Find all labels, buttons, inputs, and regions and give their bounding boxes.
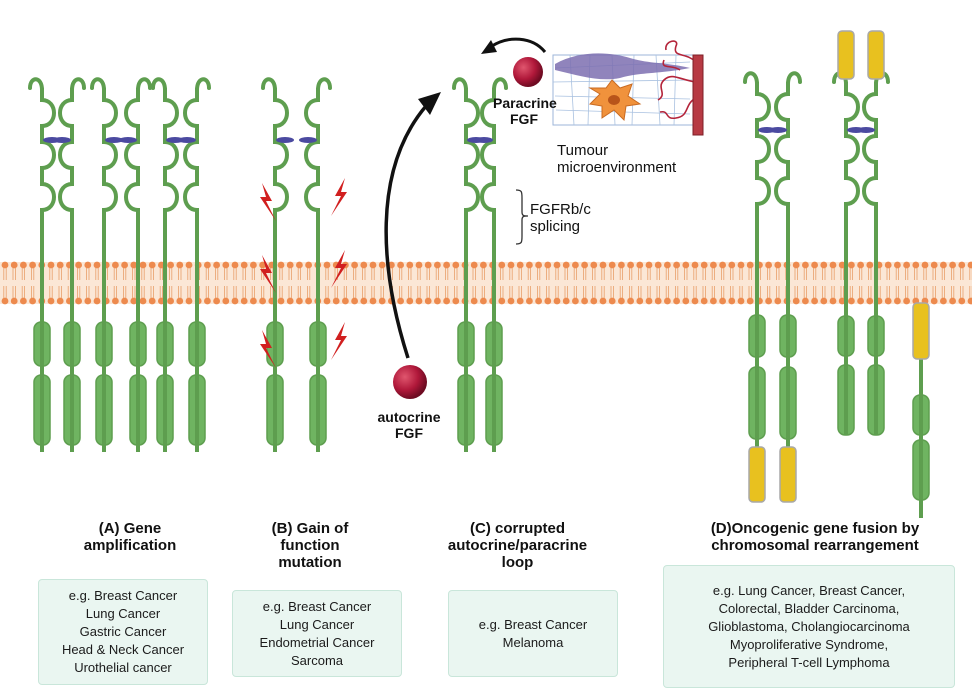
receptor-group xyxy=(28,30,930,518)
example-line: Colorectal, Bladder Carcinoma, xyxy=(718,600,900,616)
fibroblast-cell xyxy=(555,53,690,80)
example-line: Urothelial cancer xyxy=(74,660,172,675)
panel-d-examples: e.g. Lung Cancer, Breast Cancer, Colorect… xyxy=(663,565,955,688)
panel-b-title: (B) Gain of function mutation xyxy=(271,520,349,571)
fgfr-receptor xyxy=(912,302,930,518)
paracrine-fgf-label: Paracrine FGF xyxy=(493,95,557,127)
example-line: Lung Cancer xyxy=(85,606,161,621)
example-line: Myoproliferative Syndrome, xyxy=(729,636,889,652)
example-line: Sarcoma xyxy=(290,652,344,668)
fgfr-receptor xyxy=(119,77,152,452)
splicing-bracket xyxy=(515,189,529,245)
capillary xyxy=(657,40,697,120)
example-line: e.g. Breast Cancer xyxy=(68,588,178,603)
example-line: Glioblastoma, Cholangiocarcinoma xyxy=(708,618,910,634)
panel-a-title: (A) Gene amplification xyxy=(83,520,177,554)
mutation-bolt-icon xyxy=(331,178,347,216)
blood-vessel xyxy=(692,54,704,136)
autocrine-fgf-label: autocrine FGF xyxy=(377,409,441,441)
example-line: Endometrial Cancer xyxy=(259,634,375,650)
fgfr-receptor xyxy=(261,77,294,452)
cell-membrane xyxy=(0,261,972,305)
fgfr-receptor xyxy=(299,77,332,452)
paracrine-fgf-ligand xyxy=(513,57,543,87)
fgfr-receptor xyxy=(769,71,802,503)
tumour-microenvironment-label: Tumour microenvironment xyxy=(557,142,677,176)
fgfr-receptor xyxy=(857,30,890,436)
fgfr-receptor xyxy=(28,77,61,452)
fgfr-receptor xyxy=(53,77,86,452)
example-line: e.g. Lung Cancer, Breast Cancer, xyxy=(712,582,906,598)
fgfr-receptor xyxy=(743,71,776,503)
panel-d-title: (D)Oncogenic gene fusion by chromosomal … xyxy=(710,520,920,554)
fgfr-receptor xyxy=(475,77,508,452)
fgfr-receptor xyxy=(178,77,211,452)
autocrine-arrow xyxy=(384,92,441,359)
fgfr-receptor xyxy=(452,77,485,452)
example-line: Melanoma xyxy=(502,634,564,650)
fgfr-receptor xyxy=(832,30,865,436)
example-line: Lung Cancer xyxy=(279,616,355,632)
example-line: Head & Neck Cancer xyxy=(61,642,185,657)
tumour-microenvironment-illustration xyxy=(552,40,704,136)
example-line: Gastric Cancer xyxy=(79,624,167,639)
example-line: e.g. Breast Cancer xyxy=(262,598,372,614)
example-line: Peripheral T-cell Lymphoma xyxy=(728,654,890,670)
mutation-bolt-icon xyxy=(331,322,347,360)
fgfr-receptor xyxy=(90,77,123,452)
example-line: e.g. Breast Cancer xyxy=(478,616,588,632)
panel-c-title: (C) corrupted autocrine/paracrine loop xyxy=(447,520,588,571)
paracrine-arrow xyxy=(481,37,547,54)
autocrine-fgf-ligand xyxy=(393,365,427,399)
splicing-label: FGFRb/c splicing xyxy=(530,201,591,235)
